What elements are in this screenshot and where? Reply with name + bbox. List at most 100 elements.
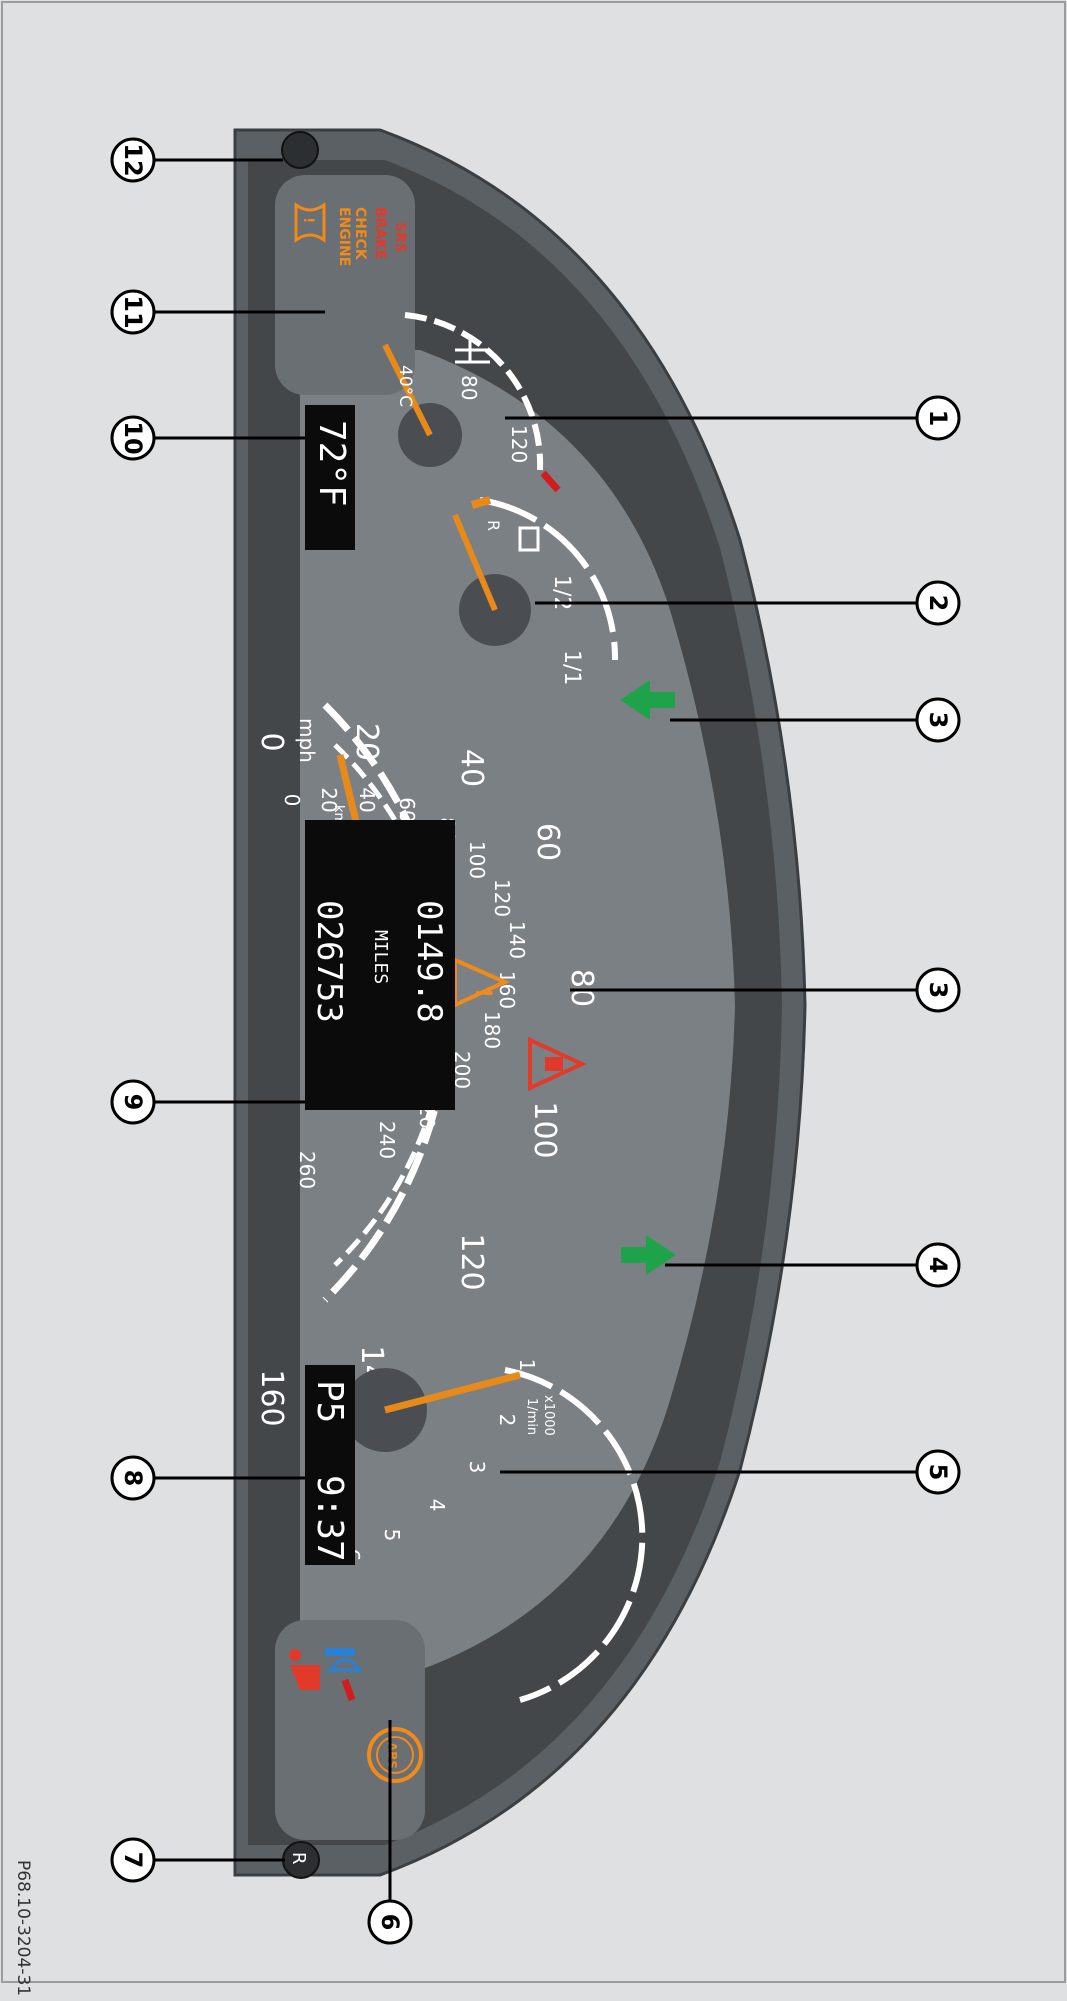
turn-signal-right-icon bbox=[621, 1235, 676, 1275]
speedo-mph-tick: 160 bbox=[254, 1369, 289, 1426]
general-warning-mark: ! bbox=[470, 988, 495, 998]
speedo-mph-unit: mph bbox=[295, 718, 319, 763]
callout-number: 5 bbox=[924, 1464, 952, 1481]
tire-pressure-icon: ! bbox=[294, 202, 326, 243]
seatbelt-warning-icon bbox=[289, 1649, 320, 1690]
callout-number: 4 bbox=[924, 1257, 952, 1274]
speedo-kmh-tick: 100 bbox=[465, 841, 489, 879]
speedo-kmh-tick: 40 bbox=[355, 787, 379, 812]
callout-number: 1 bbox=[924, 410, 952, 427]
callout-number: 11 bbox=[119, 295, 147, 328]
fuel-pump-icon bbox=[518, 526, 540, 552]
callout-number: 3 bbox=[924, 982, 952, 999]
callout-leaders bbox=[150, 158, 920, 1905]
speedo-kmh-tick: 120 bbox=[490, 879, 514, 917]
callout-circle bbox=[915, 580, 961, 626]
callout-number: 10 bbox=[119, 421, 147, 454]
svg-text:!: ! bbox=[300, 217, 316, 223]
tacho-needle bbox=[384, 1371, 521, 1414]
cluster-face bbox=[300, 350, 735, 1670]
abs-warning-icon: ABS bbox=[367, 1727, 423, 1783]
callout-circle bbox=[110, 289, 156, 335]
turn-signal-left-icon bbox=[620, 680, 675, 720]
temp-tick-40: 40°C bbox=[395, 365, 415, 407]
fuel-gauge-arc bbox=[479, 497, 619, 661]
callout-number: 12 bbox=[119, 143, 147, 176]
callout-circle bbox=[915, 697, 961, 743]
trip-value: 0149.8 bbox=[409, 900, 449, 1023]
speedo-kmh-tick: 160 bbox=[495, 971, 519, 1009]
trip-odometer-display bbox=[305, 820, 455, 1110]
speedo-mph-labels: 020406080100120140160 bbox=[254, 723, 599, 1427]
headlamp-icon bbox=[325, 1648, 364, 1672]
tacho-tick: 5 bbox=[380, 1529, 404, 1542]
tacho-tick: 3 bbox=[465, 1461, 489, 1474]
warning-lamp-panel-top bbox=[275, 175, 415, 395]
abs-label: ABS bbox=[385, 1742, 399, 1769]
temp-tick-80: 80 bbox=[457, 375, 481, 400]
fuel-tick-full: 1/1 bbox=[559, 650, 584, 685]
speedo-kmh-tick: 140 bbox=[505, 921, 529, 959]
speedo-kmh-tick: 60 bbox=[395, 797, 419, 822]
speedo-kmh-tick: 240 bbox=[375, 1121, 399, 1159]
figure-code: P68.10-3204-31 bbox=[13, 1860, 33, 1996]
speedo-mph-tick: 100 bbox=[527, 1101, 562, 1158]
callout-number: 2 bbox=[924, 595, 952, 612]
distance-warning-icon bbox=[528, 1036, 587, 1092]
tacho-unit-bottom: 1/min bbox=[524, 1398, 539, 1435]
callout-circle bbox=[915, 395, 961, 441]
callout-circle bbox=[110, 1079, 156, 1125]
outside-temp-value: 72°F bbox=[311, 420, 352, 507]
callout-circle bbox=[110, 415, 156, 461]
check-lamp: CHECK bbox=[352, 207, 368, 261]
distance-warning-car bbox=[545, 1057, 563, 1071]
speedo-mph-tick: 20 bbox=[349, 723, 384, 761]
callout-circle bbox=[915, 1449, 961, 1495]
clock-value: 9:37 bbox=[309, 1475, 350, 1562]
speedo-mph-tick: 60 bbox=[530, 823, 565, 861]
callout-circle bbox=[110, 1837, 156, 1883]
gear-value: P5 bbox=[309, 1380, 350, 1423]
tacho-unit-top: x1000 bbox=[541, 1395, 556, 1436]
callout-number: 6 bbox=[376, 1914, 404, 1931]
speedo-kmh-tick: 180 bbox=[480, 1011, 504, 1049]
tacho-red-zone bbox=[341, 1678, 356, 1702]
temp-red-zone bbox=[540, 470, 561, 493]
speedo-kmh-tick: 0 bbox=[280, 794, 304, 807]
callout-circle bbox=[915, 1242, 961, 1288]
coolant-icon bbox=[455, 340, 490, 364]
callout-number: 3 bbox=[924, 712, 952, 729]
srs-lamp: SRS bbox=[392, 222, 408, 253]
temp-tick-120: 120 bbox=[507, 425, 531, 463]
engine-lamp: ENGINE bbox=[336, 207, 352, 266]
callout-number: 8 bbox=[119, 1470, 147, 1487]
temp-needle bbox=[382, 343, 433, 437]
callout-circle bbox=[367, 1899, 413, 1945]
tacho-tick: 1 bbox=[515, 1359, 539, 1372]
tacho-tick: 2 bbox=[495, 1414, 519, 1427]
fuel-needle bbox=[452, 513, 498, 612]
speedo-kmh-tick: 20 bbox=[317, 787, 341, 812]
outside-temp-display bbox=[305, 405, 355, 550]
speedo-kmh-labels: 020406080100120140160180200220240260 bbox=[280, 787, 529, 1189]
reset-button-label: R bbox=[288, 1852, 309, 1865]
odometer-value: 026753 bbox=[309, 900, 349, 1023]
speedo-mph-tick: 80 bbox=[564, 969, 599, 1007]
fuel-reserve-mark bbox=[470, 496, 492, 509]
callout-number: 9 bbox=[119, 1094, 147, 1111]
callout-circle bbox=[110, 137, 156, 183]
callout-circle bbox=[110, 1455, 156, 1501]
speedo-kmh-tick: 260 bbox=[295, 1151, 319, 1189]
fuel-tick-r: R bbox=[484, 520, 503, 531]
brake-lamp: BRAKE bbox=[372, 207, 388, 260]
temp-gauge-arc bbox=[404, 312, 544, 471]
fuel-tick-half: 1/2 bbox=[549, 575, 574, 610]
speedo-mph-tick: 40 bbox=[454, 749, 489, 787]
dimmer-button[interactable] bbox=[281, 131, 319, 169]
callout-circle bbox=[915, 967, 961, 1013]
miles-label: MILES bbox=[370, 930, 391, 984]
